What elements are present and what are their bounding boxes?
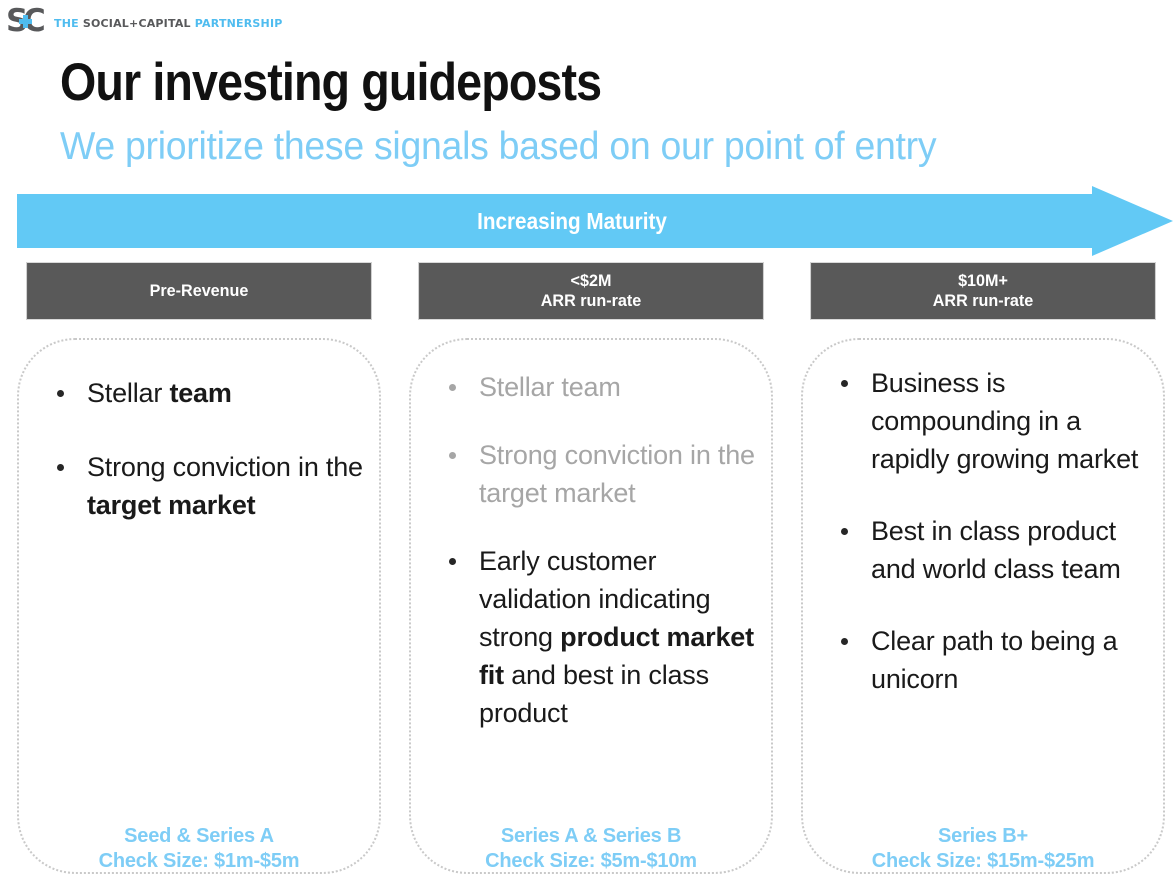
brand-wordmark: THE SOCIAL+CAPITAL PARTNERSHIP	[54, 17, 283, 30]
column-body-under-2m-arr: Stellar team Strong conviction in the ta…	[409, 338, 773, 874]
header-line: ARR run-rate	[932, 291, 1034, 310]
bullet-list-under-2m-arr: Stellar team Strong conviction in the ta…	[427, 368, 755, 732]
footer-line: Check Size: $15m-$25m	[871, 850, 1095, 872]
bullet-text: Strong conviction in the	[87, 452, 363, 482]
bullet-text: Stellar team	[479, 372, 621, 402]
list-item: Strong conviction in the target market	[35, 448, 363, 524]
footer-line: Series B+	[938, 825, 1028, 847]
bullet-text: Early customer validation indicating str…	[479, 546, 711, 652]
list-item: Best in class product and world class te…	[819, 512, 1147, 588]
footer-line: Check Size: $5m-$10m	[485, 850, 697, 872]
bullet-text: Clear path to being a unicorn	[871, 626, 1118, 694]
logo-letter-c: C	[23, 3, 46, 39]
footer-pre-revenue: Seed & Series A Check Size: $1m-$5m	[17, 824, 381, 874]
footer-line: Check Size: $1m-$5m	[98, 850, 300, 872]
increasing-maturity-arrow: Increasing Maturity	[17, 186, 1173, 256]
footer-line: Series A & Series B	[500, 825, 682, 847]
page-title: Our investing guideposts	[60, 53, 602, 112]
footer-over-10m-arr: Series B+ Check Size: $15m-$25m	[801, 824, 1165, 874]
bullet-text: Stellar	[87, 378, 170, 408]
header-line: $10M+	[958, 271, 1008, 290]
bullet-text-bold: product market fit	[479, 622, 754, 690]
footer-line: Seed & Series A	[124, 825, 274, 847]
list-item: Business is compounding in a rapidly gro…	[819, 364, 1147, 478]
guidepost-columns: Pre-Revenue Stellar team Strong convicti…	[17, 262, 1165, 874]
column-body-pre-revenue: Stellar team Strong conviction in the ta…	[17, 338, 381, 874]
brand-word-partnership: PARTNERSHIP	[194, 16, 283, 30]
brand-lockup: S C THE SOCIAL+CAPITAL PARTNERSHIP	[6, 6, 283, 40]
column-body-over-10m-arr: Business is compounding in a rapidly gro…	[801, 338, 1165, 874]
column-header-under-2m-arr: <$2M ARR run-rate	[418, 262, 764, 320]
bullet-text: Business is compounding in a rapidly gro…	[871, 368, 1139, 474]
brand-word-socialcapital: SOCIAL+CAPITAL	[82, 16, 191, 30]
list-item: Strong conviction in the target market	[427, 436, 755, 512]
bullet-text-bold: team	[169, 378, 232, 408]
list-item: Early customer validation indicating str…	[427, 542, 755, 732]
logo-letter-s: S	[6, 3, 28, 39]
header-line: Pre-Revenue	[149, 281, 249, 300]
column-over-10m-arr: $10M+ ARR run-rate Business is compoundi…	[801, 262, 1165, 874]
bullet-list-pre-revenue: Stellar team Strong conviction in the ta…	[35, 374, 363, 524]
brand-word-the: THE	[54, 16, 79, 30]
list-item: Clear path to being a unicorn	[819, 622, 1147, 698]
footer-under-2m-arr: Series A & Series B Check Size: $5m-$10m	[409, 824, 773, 874]
list-item: Stellar team	[427, 368, 755, 406]
header-line: ARR run-rate	[540, 291, 642, 310]
column-header-over-10m-arr: $10M+ ARR run-rate	[810, 262, 1156, 320]
bullet-text: Best in class product and world class te…	[871, 516, 1121, 584]
page-subtitle: We prioritize these signals based on our…	[60, 125, 937, 168]
bullet-text: and best in class product	[479, 660, 709, 728]
social-capital-logo-icon: S C	[6, 3, 46, 39]
column-header-pre-revenue: Pre-Revenue	[26, 262, 372, 320]
column-pre-revenue: Pre-Revenue Stellar team Strong convicti…	[17, 262, 381, 874]
header-line: <$2M	[570, 271, 612, 290]
column-under-2m-arr: <$2M ARR run-rate Stellar team Strong co…	[409, 262, 773, 874]
plus-icon	[19, 15, 32, 28]
column-footers: Seed & Series A Check Size: $1m-$5m Seri…	[17, 824, 1165, 874]
list-item: Stellar team	[35, 374, 363, 412]
bullet-text-bold: target market	[87, 490, 256, 520]
arrow-right-icon	[17, 186, 1173, 256]
bullet-list-over-10m-arr: Business is compounding in a rapidly gro…	[819, 364, 1147, 698]
bullet-text: Strong conviction in the target market	[479, 440, 755, 508]
